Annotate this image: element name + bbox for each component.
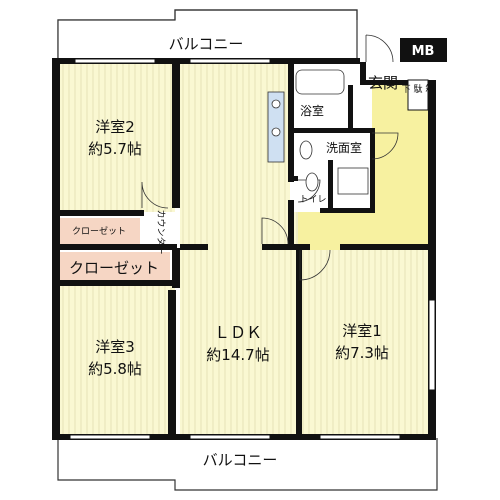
balcony-bottom [57,438,438,491]
balcony-bottom-label: バルコニー [203,451,278,469]
ldk-size: 約14.7帖 [206,346,269,364]
windows [69,58,436,440]
closet-big [58,252,170,282]
western3-size: 約5.8帖 [88,360,142,378]
mb-label: MB [412,44,435,59]
genkan-label: 玄関 [368,74,398,92]
western2-size: 約5.7帖 [88,140,142,158]
closet-small [58,218,140,244]
washroom-label: 洗面室 [326,140,362,155]
western3-room [58,282,175,437]
western1-name: 洋室1 [342,322,382,340]
balcony-top [57,9,358,62]
doors [141,34,399,281]
western1-room [298,250,428,437]
toilet-label: トイレ [299,195,326,205]
mb-box [400,38,447,62]
western1-size: 約7.3帖 [335,344,389,362]
western3-name: 洋室3 [95,338,135,356]
fixtures [267,69,369,195]
closet-small-label: クローゼット [72,225,126,237]
western2-name: 洋室2 [95,118,135,136]
geta-label: 下 駄 箱 [402,83,435,95]
balcony-top-label: バルコニー [169,35,244,53]
closet-big-label: クローゼット [69,259,159,277]
hallway [298,212,372,250]
bath-label: 浴室 [300,103,324,118]
western2-room [58,62,175,212]
counter-label: カウンター [155,209,166,254]
ldk-name: ＬＤＫ [214,323,262,342]
